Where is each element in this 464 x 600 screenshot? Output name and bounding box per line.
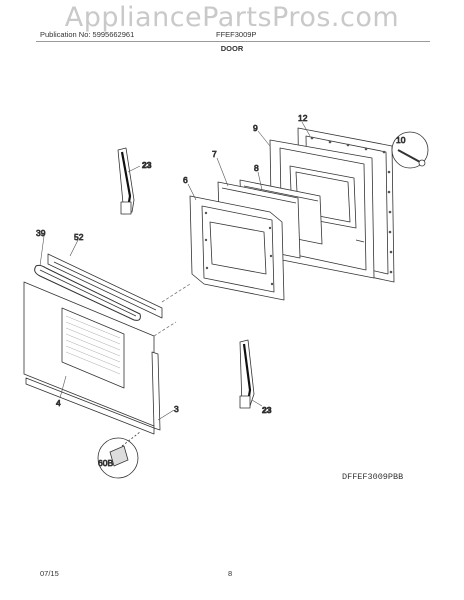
model-number: FFEF3009P [216, 30, 257, 39]
callout-3: 3 [174, 404, 179, 414]
callout-23-upper: 23 [142, 160, 152, 170]
callout-52: 52 [74, 232, 84, 242]
watermark: AppliancePartsPros.com [64, 2, 400, 33]
part-23-lower-hinge [239, 339, 255, 409]
callout-leaders [39, 121, 311, 421]
part-52-top-trim [47, 253, 163, 319]
callout-10: 10 [396, 135, 406, 145]
part-60b-screw-callout [97, 431, 141, 479]
part-23-upper-hinge [117, 147, 135, 215]
assembly-leader-lines [153, 283, 191, 337]
callout-7: 7 [212, 149, 217, 159]
section-title: DOOR [220, 44, 244, 53]
part-3-side-trim [25, 351, 161, 435]
callout-12: 12 [298, 113, 308, 123]
diagram-code: DFFEF3009PBB [342, 472, 404, 482]
header-rule [36, 41, 430, 42]
callout-39: 39 [36, 228, 46, 238]
callout-4: 4 [56, 398, 61, 408]
callout-60b: 60B [98, 458, 113, 468]
callout-8: 8 [254, 163, 259, 173]
callout-6: 6 [183, 175, 188, 185]
callout-23-lower: 23 [262, 405, 272, 415]
callout-9: 9 [253, 123, 258, 133]
part-4-outer-door-panel [23, 281, 155, 427]
part-10-screw-callout [391, 131, 429, 169]
publication-number: Publication No: 5995662961 [40, 30, 135, 39]
page-number: 8 [228, 569, 233, 578]
part-39-handle [34, 264, 141, 321]
part-6-glass-frame [189, 195, 285, 301]
footer-date: 07/15 [40, 569, 59, 578]
